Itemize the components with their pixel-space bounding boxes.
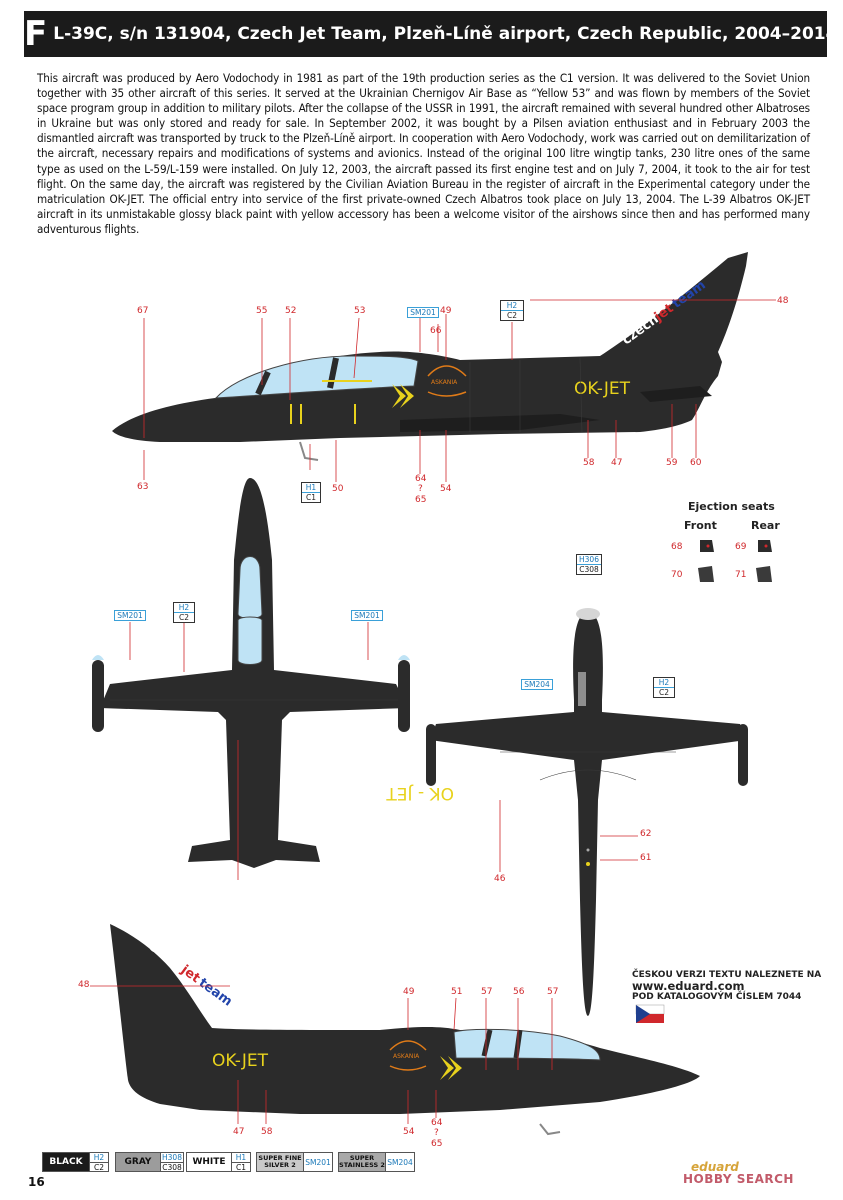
callout-47: 47: [611, 458, 623, 468]
plan-view-top: [92, 478, 410, 880]
callout-64: 64: [415, 474, 427, 484]
callout-66: 66: [430, 326, 442, 336]
profile-letter: F: [24, 14, 48, 54]
svg-text:team: team: [196, 976, 235, 1010]
callout-62: 62: [640, 829, 652, 839]
callout-48-b: 48: [78, 980, 90, 990]
callout-53: 53: [354, 306, 366, 316]
callout-64-b: 64: [431, 1118, 443, 1128]
side-view-top: OK-JET ASKANIA czech jet team: [112, 252, 776, 482]
callout-58-b: 58: [261, 1127, 273, 1137]
profile-title: L-39C, s/n 131904, Czech Jet Team, Plzeň…: [53, 24, 838, 44]
callout-70: 70: [671, 570, 683, 580]
registration-underside: OK - JET: [386, 783, 454, 803]
callout-57: 57: [481, 987, 493, 997]
callout-67: 67: [137, 306, 149, 316]
paint-box-sm201-right: SM201: [351, 610, 383, 621]
callout-49: 49: [440, 306, 452, 316]
callout-question: ?: [418, 484, 423, 494]
svg-text:ASKANIA: ASKANIA: [431, 379, 458, 386]
callout-48: 48: [777, 296, 789, 306]
callout-71: 71: [735, 570, 747, 580]
page-number: 16: [28, 1175, 45, 1189]
callout-65: 65: [415, 495, 427, 505]
callout-56: 56: [513, 987, 525, 997]
czech-version-note: ČESKOU VERZI TEXTU NALEZNETE NA www.edua…: [632, 970, 822, 1002]
brand-logo: eduard HOBBY SEARCH: [683, 1160, 831, 1190]
callout-55: 55: [256, 306, 268, 316]
ejection-front: Front: [684, 519, 717, 532]
svg-text:ASKANIA: ASKANIA: [393, 1053, 420, 1060]
callout-47-b: 47: [233, 1127, 245, 1137]
ejection-rear: Rear: [751, 519, 780, 532]
callout-54: 54: [440, 484, 452, 494]
paint-box-sm201-left: SM201: [114, 610, 146, 621]
eduard-logo: eduard: [691, 1160, 739, 1174]
eduard-link[interactable]: www.eduard.com: [632, 979, 745, 993]
legend-super-stainless: SUPER STAINLESS 2 SM204: [338, 1152, 415, 1172]
czech-flag: [635, 1004, 665, 1023]
paint-box-sm204: SM204: [521, 679, 553, 690]
side-view-bottom: OK-JET czech jet team ASKANIA: [90, 924, 700, 1136]
callout-57-b: 57: [547, 987, 559, 997]
callout-65-b: 65: [431, 1139, 443, 1149]
hobbysearch-logo: HOBBY SEARCH: [683, 1172, 794, 1186]
callout-52: 52: [285, 306, 297, 316]
callout-61: 61: [640, 853, 652, 863]
ejection-seats: [698, 540, 772, 582]
callout-59: 59: [666, 458, 678, 468]
paint-box-sm201-top: SM201: [407, 307, 439, 318]
ejection-title: Ejection seats: [688, 500, 775, 513]
callout-51: 51: [451, 987, 463, 997]
registration-bottom: OK-JET: [212, 1051, 269, 1071]
plan-view-bottom: OK - JET: [386, 608, 748, 1016]
callout-63: 63: [137, 482, 149, 492]
callout-69: 69: [735, 542, 747, 552]
callout-question-b: ?: [434, 1128, 439, 1138]
callout-50: 50: [332, 484, 344, 494]
callout-58: 58: [583, 458, 595, 468]
registration-top: OK-JET: [574, 379, 631, 399]
callout-60: 60: [690, 458, 702, 468]
callout-49-b: 49: [403, 987, 415, 997]
callout-68: 68: [671, 542, 683, 552]
description-text: This aircraft was produced by Aero Vodoc…: [37, 71, 810, 236]
page-header: F L-39C, s/n 131904, Czech Jet Team, Plz…: [24, 11, 837, 57]
legend-super-fine-silver: SUPER FINE SILVER 2 SM201: [256, 1152, 333, 1172]
callout-54-b: 54: [403, 1127, 415, 1137]
callout-46: 46: [494, 874, 506, 884]
